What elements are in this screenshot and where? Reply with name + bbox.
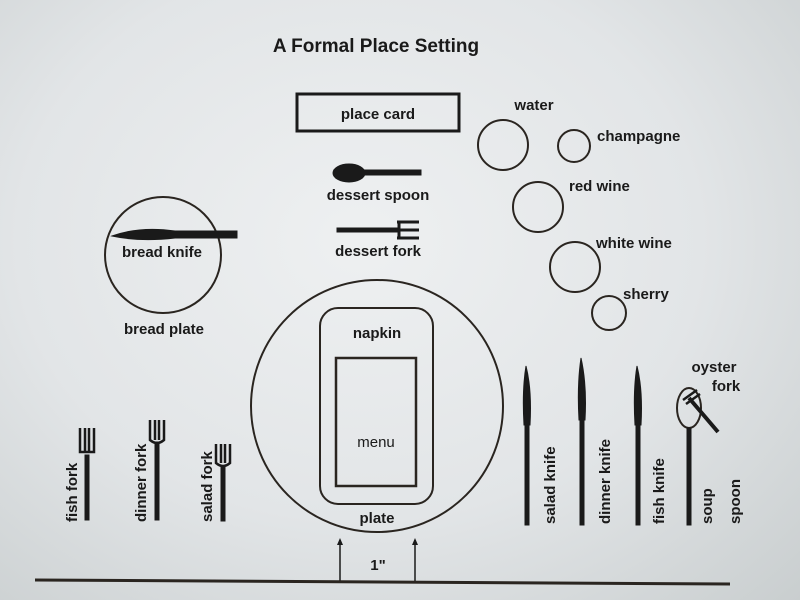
glass-red-wine: red wine	[512, 178, 630, 233]
dinner-knife-label: dinner knife	[597, 439, 614, 524]
menu-card: menu	[334, 356, 418, 488]
fish-knife-label: fish knife	[651, 458, 668, 524]
soup-label: soup	[699, 488, 716, 524]
one-inch-measure: 1"	[337, 538, 418, 582]
oyster-fork-icon	[682, 388, 720, 434]
glass-water: water	[477, 97, 554, 171]
fish-fork-label: fish fork	[64, 462, 81, 522]
napkin-label: napkin	[353, 325, 401, 342]
bread-plate-label: bread plate	[124, 321, 204, 338]
dessert-fork-icon	[336, 220, 419, 240]
salad-fork-icon	[214, 444, 232, 522]
glass-white-wine: white wine	[549, 235, 672, 293]
fish-fork-icon	[78, 428, 96, 521]
glass-water-label: water	[513, 97, 553, 114]
spoon-label: spoon	[727, 479, 744, 524]
napkin: napkin	[319, 307, 434, 505]
dinner-fork-icon	[148, 420, 166, 521]
salad-knife-icon	[522, 365, 531, 526]
place-card-label: place card	[341, 106, 415, 123]
table-edge	[34, 578, 731, 586]
soup-spoon-icon	[676, 387, 702, 526]
glass-white-wine-label: white wine	[595, 235, 672, 252]
place-card: place card	[295, 92, 461, 133]
dessert-fork-label: dessert fork	[335, 243, 422, 260]
fish-knife-icon	[633, 365, 642, 526]
glass-champagne: champagne	[557, 128, 680, 163]
glass-sherry: sherry	[591, 286, 670, 331]
glass-red-wine-label: red wine	[569, 178, 630, 195]
dessert-spoon-label: dessert spoon	[327, 187, 430, 204]
oyster-fork-label-line2: fork	[712, 378, 741, 395]
measure-label: 1"	[370, 557, 385, 574]
glass-sherry-label: sherry	[623, 286, 670, 303]
salad-fork-label: salad fork	[199, 450, 216, 522]
glass-champagne-label: champagne	[597, 128, 680, 145]
dinner-plate	[250, 279, 504, 533]
diagram-title: A Formal Place Setting	[273, 36, 479, 57]
bread-knife-label: bread knife	[122, 244, 202, 261]
oyster-fork-label-line1: oyster	[691, 359, 736, 376]
dessert-spoon-icon	[332, 163, 422, 183]
dinner-fork-label: dinner fork	[133, 443, 150, 522]
bread-knife-icon	[110, 228, 238, 241]
menu-label: menu	[357, 434, 395, 451]
bread-plate	[104, 196, 222, 314]
plate-label: plate	[359, 510, 394, 527]
salad-knife-label: salad knife	[542, 446, 559, 524]
dinner-knife-icon	[577, 357, 586, 526]
